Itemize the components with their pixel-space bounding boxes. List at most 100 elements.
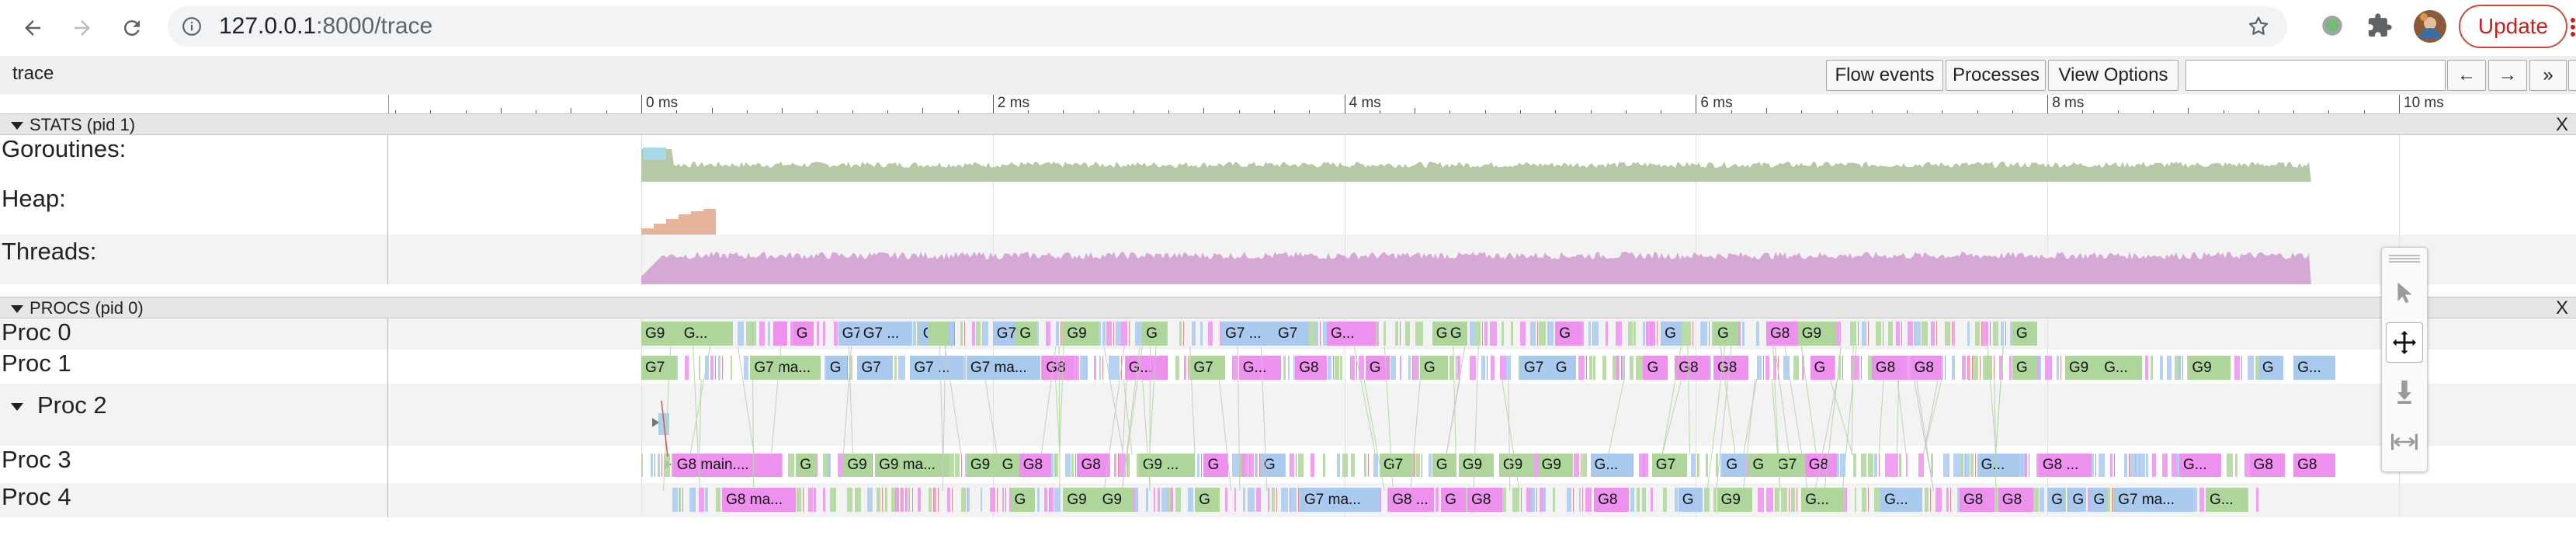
proc2-marker[interactable] bbox=[658, 413, 669, 435]
goroutine-slice[interactable]: G bbox=[1661, 322, 1682, 346]
goroutine-slice[interactable]: G7 ma... bbox=[750, 356, 821, 380]
thin-slice[interactable] bbox=[1970, 454, 1974, 477]
goroutine-slice[interactable]: G bbox=[998, 454, 1019, 477]
thin-slice[interactable] bbox=[1674, 488, 1679, 512]
close-group-button[interactable]: X bbox=[2555, 114, 2568, 135]
thin-slice[interactable] bbox=[1529, 322, 1536, 346]
thin-slice[interactable] bbox=[657, 454, 660, 477]
thin-slice[interactable] bbox=[1106, 322, 1112, 346]
thin-slice[interactable] bbox=[989, 488, 996, 512]
thin-slice[interactable] bbox=[1512, 488, 1519, 512]
thin-slice[interactable] bbox=[1146, 488, 1148, 512]
thin-slice[interactable] bbox=[1526, 488, 1533, 512]
thin-slice[interactable] bbox=[1642, 454, 1648, 477]
thin-slice[interactable] bbox=[1079, 356, 1085, 380]
goroutine-slice[interactable]: G bbox=[2258, 356, 2283, 380]
thin-slice[interactable] bbox=[1775, 488, 1780, 512]
goroutine-slice[interactable]: G bbox=[1365, 356, 1390, 380]
thin-slice[interactable] bbox=[717, 356, 720, 380]
forward-button[interactable] bbox=[65, 11, 99, 45]
goroutine-slice[interactable]: G bbox=[2047, 488, 2065, 512]
thin-slice[interactable] bbox=[1002, 488, 1004, 512]
thin-slice[interactable] bbox=[651, 454, 653, 477]
thin-slice[interactable] bbox=[1502, 322, 1504, 346]
thin-slice[interactable] bbox=[1470, 356, 1477, 380]
thin-slice[interactable] bbox=[1207, 322, 1213, 346]
goroutine-slice[interactable]: G9 bbox=[1098, 488, 1134, 512]
goroutine-slice[interactable]: G bbox=[1555, 322, 1582, 346]
thin-slice[interactable] bbox=[2234, 454, 2238, 477]
runnable-area[interactable] bbox=[643, 148, 666, 160]
pan-tool[interactable] bbox=[2386, 322, 2423, 363]
thin-slice[interactable] bbox=[867, 488, 873, 512]
thin-slice[interactable] bbox=[1738, 322, 1741, 346]
thin-slice[interactable] bbox=[1687, 322, 1692, 346]
thin-slice[interactable] bbox=[1616, 356, 1619, 380]
thin-slice[interactable] bbox=[980, 488, 983, 512]
thin-slice[interactable] bbox=[1862, 322, 1866, 346]
thin-slice[interactable] bbox=[1415, 322, 1422, 346]
thin-slice[interactable] bbox=[827, 454, 831, 477]
thin-slice[interactable] bbox=[678, 488, 682, 512]
thin-slice[interactable] bbox=[1248, 488, 1255, 512]
thin-slice[interactable] bbox=[834, 322, 838, 346]
thin-slice[interactable] bbox=[1987, 356, 1993, 380]
thin-slice[interactable] bbox=[1267, 488, 1270, 512]
thin-slice[interactable] bbox=[1914, 322, 1921, 346]
thin-slice[interactable] bbox=[1700, 322, 1707, 346]
thin-slice[interactable] bbox=[1200, 322, 1203, 346]
thin-slice[interactable] bbox=[1166, 322, 1168, 346]
thin-slice[interactable] bbox=[1404, 322, 1410, 346]
thin-slice[interactable] bbox=[885, 488, 887, 512]
thin-slice[interactable] bbox=[1093, 356, 1096, 380]
thin-slice[interactable] bbox=[2234, 356, 2241, 380]
goroutine-slice[interactable]: G bbox=[1722, 454, 1748, 477]
thin-slice[interactable] bbox=[1238, 454, 1245, 477]
thin-slice[interactable] bbox=[1838, 356, 1842, 380]
thin-slice[interactable] bbox=[928, 488, 932, 512]
thin-slice[interactable] bbox=[693, 488, 696, 512]
thin-slice[interactable] bbox=[2104, 488, 2110, 512]
thin-slice[interactable] bbox=[1290, 488, 1297, 512]
thin-slice[interactable] bbox=[2167, 356, 2172, 380]
thin-slice[interactable] bbox=[1593, 356, 1596, 380]
goroutine-slice[interactable]: G8 bbox=[1467, 488, 1503, 512]
thin-slice[interactable] bbox=[1255, 488, 1261, 512]
thin-slice[interactable] bbox=[904, 488, 908, 512]
thin-slice[interactable] bbox=[1630, 356, 1633, 380]
thin-slice[interactable] bbox=[918, 488, 921, 512]
thin-slice[interactable] bbox=[2088, 488, 2090, 512]
thin-slice[interactable] bbox=[1793, 356, 1799, 380]
thin-slice[interactable] bbox=[1961, 356, 1967, 380]
goroutine-slice[interactable]: G8 ... bbox=[1388, 488, 1435, 512]
thin-slice[interactable] bbox=[2109, 454, 2113, 477]
goroutine-slice[interactable]: G8 bbox=[1713, 356, 1749, 380]
thin-slice[interactable] bbox=[1642, 322, 1646, 346]
thin-slice[interactable] bbox=[1395, 322, 1399, 346]
thin-slice[interactable] bbox=[2199, 488, 2205, 512]
goroutine-slice[interactable]: G9 bbox=[641, 322, 684, 346]
goroutine-slice[interactable]: G bbox=[1678, 488, 1703, 512]
thin-slice[interactable] bbox=[895, 488, 899, 512]
goroutine-slice[interactable]: G bbox=[1432, 454, 1457, 477]
thin-slice[interactable] bbox=[1175, 356, 1180, 380]
thin-slice[interactable] bbox=[1588, 322, 1592, 346]
thin-slice[interactable] bbox=[1231, 454, 1239, 477]
thin-slice[interactable] bbox=[1363, 454, 1367, 477]
thin-slice[interactable] bbox=[1582, 454, 1588, 477]
thin-slice[interactable] bbox=[685, 356, 689, 380]
thin-slice[interactable] bbox=[807, 488, 813, 512]
goroutine-slice[interactable]: G7 ... bbox=[910, 356, 963, 380]
goroutine-slice[interactable]: G9 bbox=[1797, 322, 1837, 346]
timing-tool[interactable] bbox=[2386, 422, 2423, 462]
thin-slice[interactable] bbox=[1638, 454, 1646, 477]
thin-slice[interactable] bbox=[1856, 356, 1859, 380]
thin-slice[interactable] bbox=[2139, 454, 2145, 477]
goroutine-slice[interactable]: G9 bbox=[1717, 488, 1752, 512]
thin-slice[interactable] bbox=[1922, 322, 1928, 346]
goroutine-slice[interactable]: G bbox=[1419, 356, 1449, 380]
thin-slice[interactable] bbox=[1283, 356, 1286, 380]
goroutine-slice[interactable]: G... bbox=[1238, 356, 1282, 380]
thin-slice[interactable] bbox=[1935, 488, 1942, 512]
